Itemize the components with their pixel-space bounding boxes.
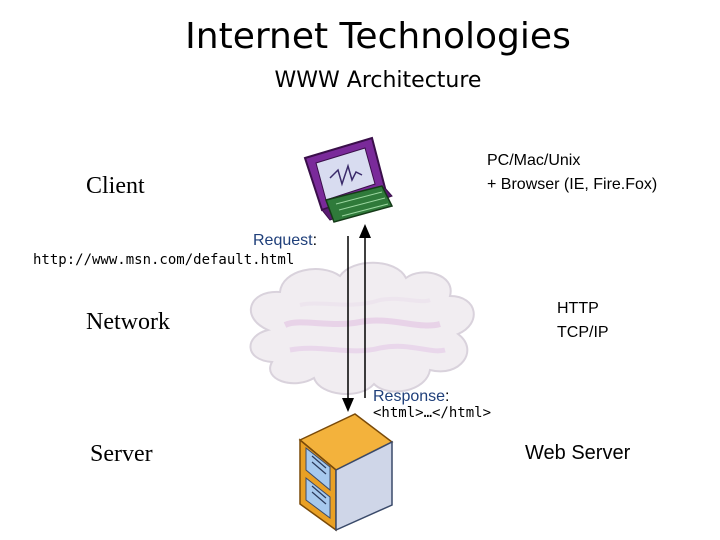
request-url: http://www.msn.com/default.html xyxy=(33,252,295,268)
page-subtitle: WWW Architecture xyxy=(274,68,482,93)
client-computer-icon xyxy=(303,136,394,223)
request-arrow xyxy=(359,224,371,398)
network-label: Network xyxy=(86,309,170,335)
response-label-group: Response: xyxy=(373,386,450,408)
client-desc-line1: PC/Mac/Unix xyxy=(487,152,581,169)
server-tower-icon xyxy=(298,413,394,532)
client-label: Client xyxy=(86,173,145,199)
response-label: Response xyxy=(373,388,446,405)
request-label: Request xyxy=(253,232,313,249)
client-desc-line2: + Browser (IE, Fire.Fox) xyxy=(487,176,658,193)
page-title: Internet Technologies xyxy=(185,16,571,57)
response-body: <html>…</html> xyxy=(373,405,492,421)
request-colon: : xyxy=(312,232,318,249)
server-label: Server xyxy=(90,441,153,467)
request-label-group: Request: xyxy=(253,230,317,252)
network-cloud-icon xyxy=(249,261,475,396)
response-colon: : xyxy=(445,388,450,405)
network-protocol-line1: HTTP xyxy=(557,300,599,317)
network-protocol-line2: TCP/IP xyxy=(557,324,609,341)
server-desc: Web Server xyxy=(525,442,631,464)
response-arrow xyxy=(342,236,354,412)
